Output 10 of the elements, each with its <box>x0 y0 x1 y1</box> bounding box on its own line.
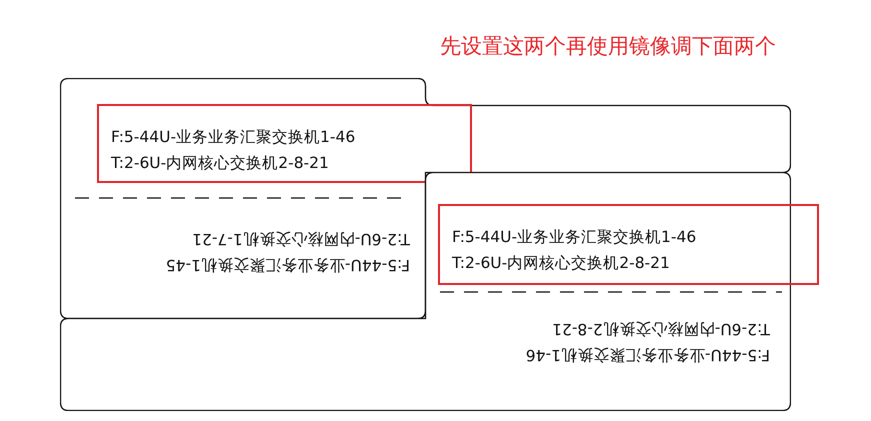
mirrored-label-text: T:2-6U-内网核心交换机1-7-21 <box>191 229 410 250</box>
label-text: T:2-6U-内网核心交换机2-8-21 <box>111 153 330 174</box>
mirrored-label-text: F:5-44U-业务业务汇聚交换机1-45 <box>164 255 410 276</box>
label-text: F:5-44U-业务业务汇聚交换机1-46 <box>111 127 356 148</box>
mirrored-label-text: F:5-44U-业务业务汇聚交换机1-46 <box>524 345 770 366</box>
label-text: F:5-44U-业务业务汇聚交换机1-46 <box>452 227 698 248</box>
mirrored-label-text: T:2-6U-内网核心交换机2-8-21 <box>551 319 770 340</box>
note-text: 先设置这两个再使用镜像调下面两个 <box>440 33 776 60</box>
highlight-frame <box>438 204 819 285</box>
label-text: T:2-6U-内网核心交换机2-8-21 <box>452 253 671 274</box>
